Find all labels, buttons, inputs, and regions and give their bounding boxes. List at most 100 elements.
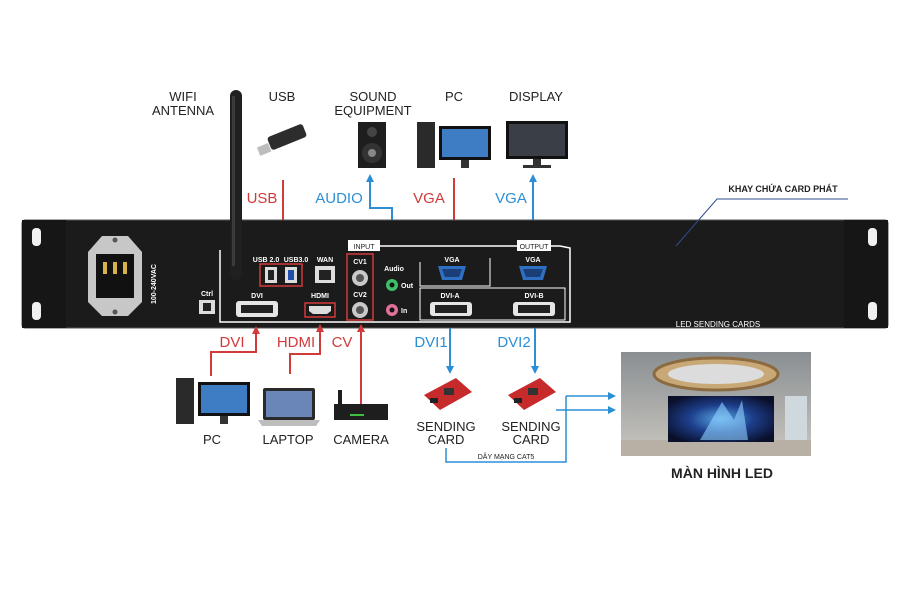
ctrl-usb-b-port-icon <box>199 300 215 314</box>
cat5-loop-line <box>445 396 567 463</box>
dvi-input-arrow <box>210 326 260 376</box>
sending-card-icon <box>424 378 472 410</box>
wifi-label-line1: WIFI <box>169 89 196 104</box>
laptop-device: LAPTOP <box>258 388 320 447</box>
led-screen-photo <box>621 352 811 456</box>
hdmi-input-arrow <box>289 324 324 374</box>
dvi-outputs-frame <box>419 287 566 321</box>
right-mount-slot-top <box>868 228 877 246</box>
camera-box-icon <box>334 390 388 420</box>
voltage-label: 100-240VAC <box>151 264 158 304</box>
dvi-a-label: DVI-A <box>440 293 459 300</box>
dvi1-output-signal: DVI1 <box>414 328 454 374</box>
input-tag-label: INPUT <box>354 244 376 251</box>
pc-top-label: PC <box>445 89 463 104</box>
monitor-icon <box>506 121 568 168</box>
usb-ports-highlight <box>259 263 303 287</box>
pc-bottom-device: PC <box>176 378 250 447</box>
cv2-label: CV2 <box>353 292 367 299</box>
usb-ports-icon <box>265 267 297 283</box>
wifi-antenna-icon <box>230 90 242 280</box>
speaker-icon <box>358 122 386 168</box>
camera-device: CAMERA <box>333 390 389 447</box>
vga-output-port-icon <box>519 266 547 280</box>
sending-card-2-label-line1: SENDING <box>501 419 560 434</box>
cv1-port-icon <box>352 270 368 286</box>
usb-stick-icon <box>256 124 307 156</box>
vga-out-signal-label: VGA <box>495 190 527 207</box>
vga-input-port-icon <box>438 266 466 280</box>
audio-signal-label: AUDIO <box>315 190 363 207</box>
laptop-icon <box>258 388 320 426</box>
laptop-label: LAPTOP <box>262 432 313 447</box>
wifi-antenna-device: WIFI ANTENNA <box>152 89 214 118</box>
ctrl-label: Ctrl <box>201 291 213 298</box>
wan-label: WAN <box>317 257 333 264</box>
dvi-input-signal: DVI <box>210 326 260 376</box>
dvi-input-port-icon <box>236 301 278 317</box>
sending-card-2-device: SENDING CARD <box>501 378 561 447</box>
cv1-label: CV1 <box>353 259 367 266</box>
dvi-port-label: DVI <box>251 293 263 300</box>
hdmi-port-highlight <box>304 302 336 318</box>
sound-equipment-device: SOUND EQUIPMENT <box>334 89 412 168</box>
panel-ear-right <box>844 220 888 328</box>
usb30-label: USB3.0 <box>284 257 309 264</box>
led-screen-title: MÀN HÌNH LED <box>671 465 773 481</box>
sound-label-line2: EQUIPMENT <box>334 103 411 118</box>
panel-ear-left <box>22 220 66 328</box>
hdmi-input-signal: HDMI <box>277 324 324 374</box>
hdmi-port-label: HDMI <box>311 293 329 300</box>
vga-input-label: VGA <box>444 257 459 264</box>
power-inlet-icon <box>88 236 142 316</box>
usb-device-label: USB <box>269 89 296 104</box>
sending-card-1-label-line2: CARD <box>428 432 465 447</box>
sending-cards-strip-label: LED SENDING CARDS <box>676 320 760 329</box>
cv-ports-highlight <box>346 253 374 321</box>
tray-label: KHAY CHỨA CARD PHÁT <box>728 183 838 194</box>
vga-input-outline <box>419 258 491 287</box>
dvi-b-label: DVI-B <box>524 293 543 300</box>
cv-input-signal: CV <box>332 324 365 404</box>
desktop-pc-icon <box>176 378 250 424</box>
hdmi-signal-label: HDMI <box>277 334 315 351</box>
dvi2-output-signal: DVI2 <box>497 328 539 374</box>
rack-panel: 100-240VAC Ctrl DVI USB 2.0 USB3.0 <box>21 90 889 329</box>
audio-out-label: Out <box>401 283 414 290</box>
left-mount-slot-bottom <box>32 302 41 320</box>
usb-signal-label: USB <box>247 190 278 207</box>
sending-card-1-label-line1: SENDING <box>416 419 475 434</box>
wan-port-icon <box>315 266 335 283</box>
vga-output-label: VGA <box>525 257 540 264</box>
cv-signal-label: CV <box>332 334 353 351</box>
desktop-pc-icon <box>417 122 491 168</box>
pc-top-device: PC <box>417 89 491 168</box>
output-tag-bg <box>517 240 551 251</box>
hdmi-port-icon <box>309 306 331 314</box>
sending-card-1-device: SENDING CARD <box>416 378 476 447</box>
camera-label: CAMERA <box>333 432 389 447</box>
right-mount-slot-bottom <box>868 302 877 320</box>
input-tag-bg <box>348 240 380 251</box>
audio-in-jack-icon <box>386 304 398 316</box>
dvi-signal-label: DVI <box>219 334 244 351</box>
vga-in-signal-label: VGA <box>413 190 445 207</box>
dvi-b-port-icon <box>513 302 555 316</box>
display-label: DISPLAY <box>509 89 563 104</box>
audio-out-jack-icon <box>386 279 398 291</box>
display-device: DISPLAY <box>506 89 568 168</box>
cv2-port-icon <box>352 302 368 318</box>
usb20-label: USB 2.0 <box>253 257 280 264</box>
dvi2-signal-label: DVI2 <box>497 334 530 351</box>
wifi-label-line2: ANTENNA <box>152 103 214 118</box>
cat5-cable-label: DÂY MẠNG CAT5 <box>478 452 535 461</box>
usb-device: USB <box>256 89 307 156</box>
audio-in-label: In <box>401 308 407 315</box>
sending-card-2-label-line2: CARD <box>513 432 550 447</box>
pc-bottom-label: PC <box>203 432 221 447</box>
left-mount-slot-top <box>32 228 41 246</box>
sound-label-line1: SOUND <box>350 89 397 104</box>
sending-card-icon <box>508 378 556 410</box>
dvi1-signal-label: DVI1 <box>414 334 447 351</box>
